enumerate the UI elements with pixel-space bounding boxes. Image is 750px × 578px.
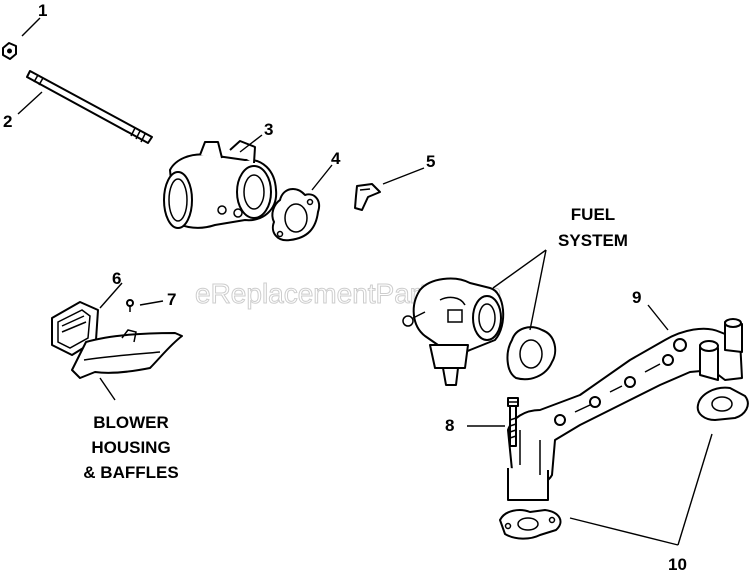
- part-10-gasket-lower: [499, 509, 562, 540]
- callout-9: 9: [632, 288, 641, 307]
- part-4-gasket: [271, 188, 320, 242]
- leader-lines: [17, 17, 713, 546]
- blower-label-line1: BLOWER: [93, 413, 169, 432]
- part-10-gasket-upper: [696, 386, 749, 421]
- callout-5: 5: [426, 152, 435, 171]
- callout-6: 6: [112, 269, 121, 288]
- fuel-gasket: [506, 326, 557, 381]
- fuel-system-label-line2: SYSTEM: [558, 231, 628, 250]
- carburetor: [402, 277, 505, 386]
- part-1-nut: [2, 42, 17, 60]
- part-9-intake-manifold: [507, 318, 743, 501]
- fuel-system-label-line1: FUEL: [571, 205, 615, 224]
- callout-3: 3: [264, 120, 273, 139]
- blower-label-line3: & BAFFLES: [83, 463, 178, 482]
- callout-4: 4: [331, 149, 341, 168]
- part-8-bolt: [507, 397, 519, 447]
- blower-label-line2: HOUSING: [91, 438, 170, 457]
- part-2-stud: [26, 70, 153, 144]
- callout-1: 1: [38, 1, 47, 20]
- callout-8: 8: [445, 416, 454, 435]
- part-7-screw: [126, 299, 134, 312]
- blower-baffle: [71, 329, 183, 379]
- part-3-intake-elbow: [163, 140, 278, 229]
- callout-10: 10: [668, 555, 687, 574]
- callout-2: 2: [3, 112, 12, 131]
- callout-7: 7: [167, 290, 176, 309]
- part-5-fitting: [354, 183, 381, 211]
